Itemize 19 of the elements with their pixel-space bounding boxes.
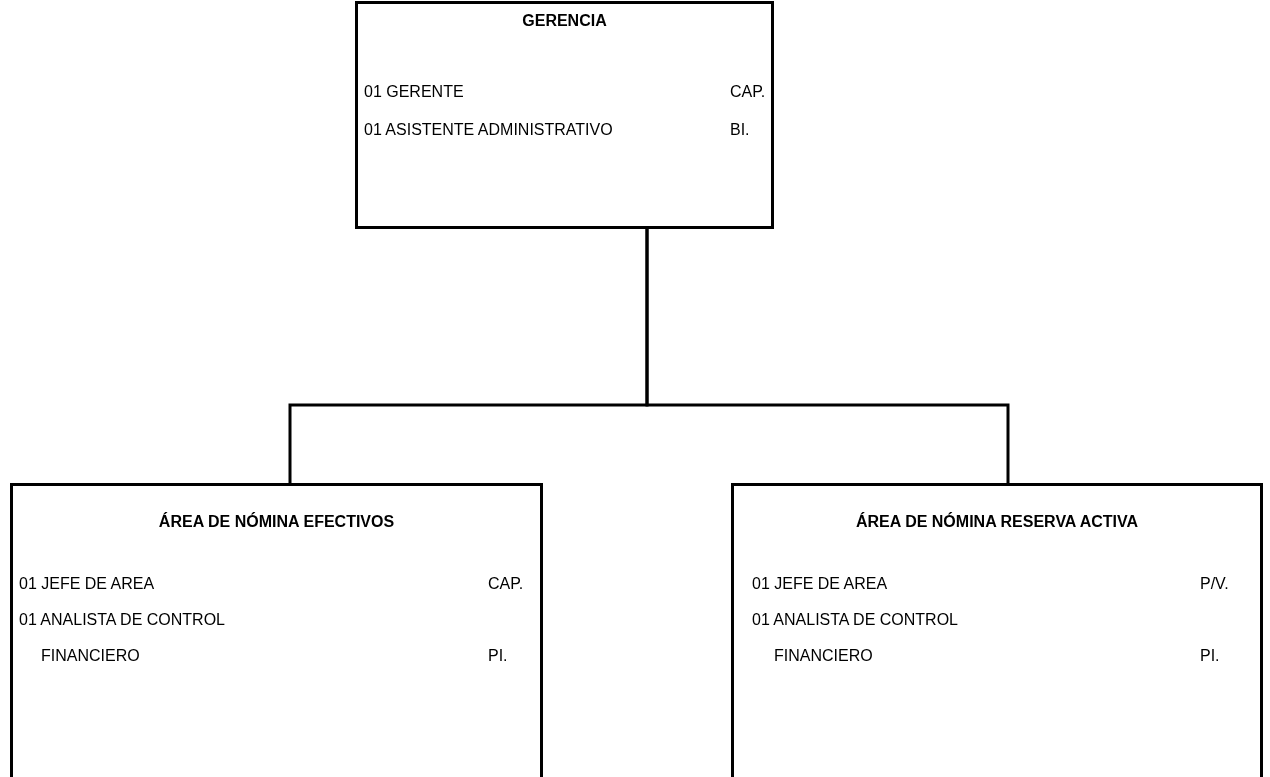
position-name: 01 ASISTENTE ADMINISTRATIVO [364, 120, 614, 140]
rank-label: PI. [488, 646, 508, 666]
rank-label: CAP. [730, 82, 766, 102]
unit-heading: GERENCIA [521, 12, 608, 30]
org-unit-box [731, 483, 1263, 777]
rank-label: P/V. [1200, 574, 1229, 594]
unit-heading: ÁREA DE NÓMINA EFECTIVOS [157, 513, 396, 531]
position-name: 01 ANALISTA DE CONTROL FINANCIERO [752, 610, 959, 666]
position-name: 01 ANALISTA DE CONTROL FINANCIERO [19, 610, 226, 666]
rank-label: CAP. [488, 574, 524, 594]
position-name: 01 GERENTE [364, 82, 465, 102]
rank-label: BI. [730, 120, 750, 140]
connector-line [645, 229, 1010, 483]
rank-label: PI. [1200, 646, 1220, 666]
position-name: 01 JEFE DE AREA [752, 574, 889, 594]
org-unit-box [355, 1, 774, 229]
position-name: 01 JEFE DE AREA [19, 574, 156, 594]
org-unit-box [10, 483, 543, 777]
unit-heading: ÁREA DE NÓMINA RESERVA ACTIVA [854, 513, 1140, 531]
